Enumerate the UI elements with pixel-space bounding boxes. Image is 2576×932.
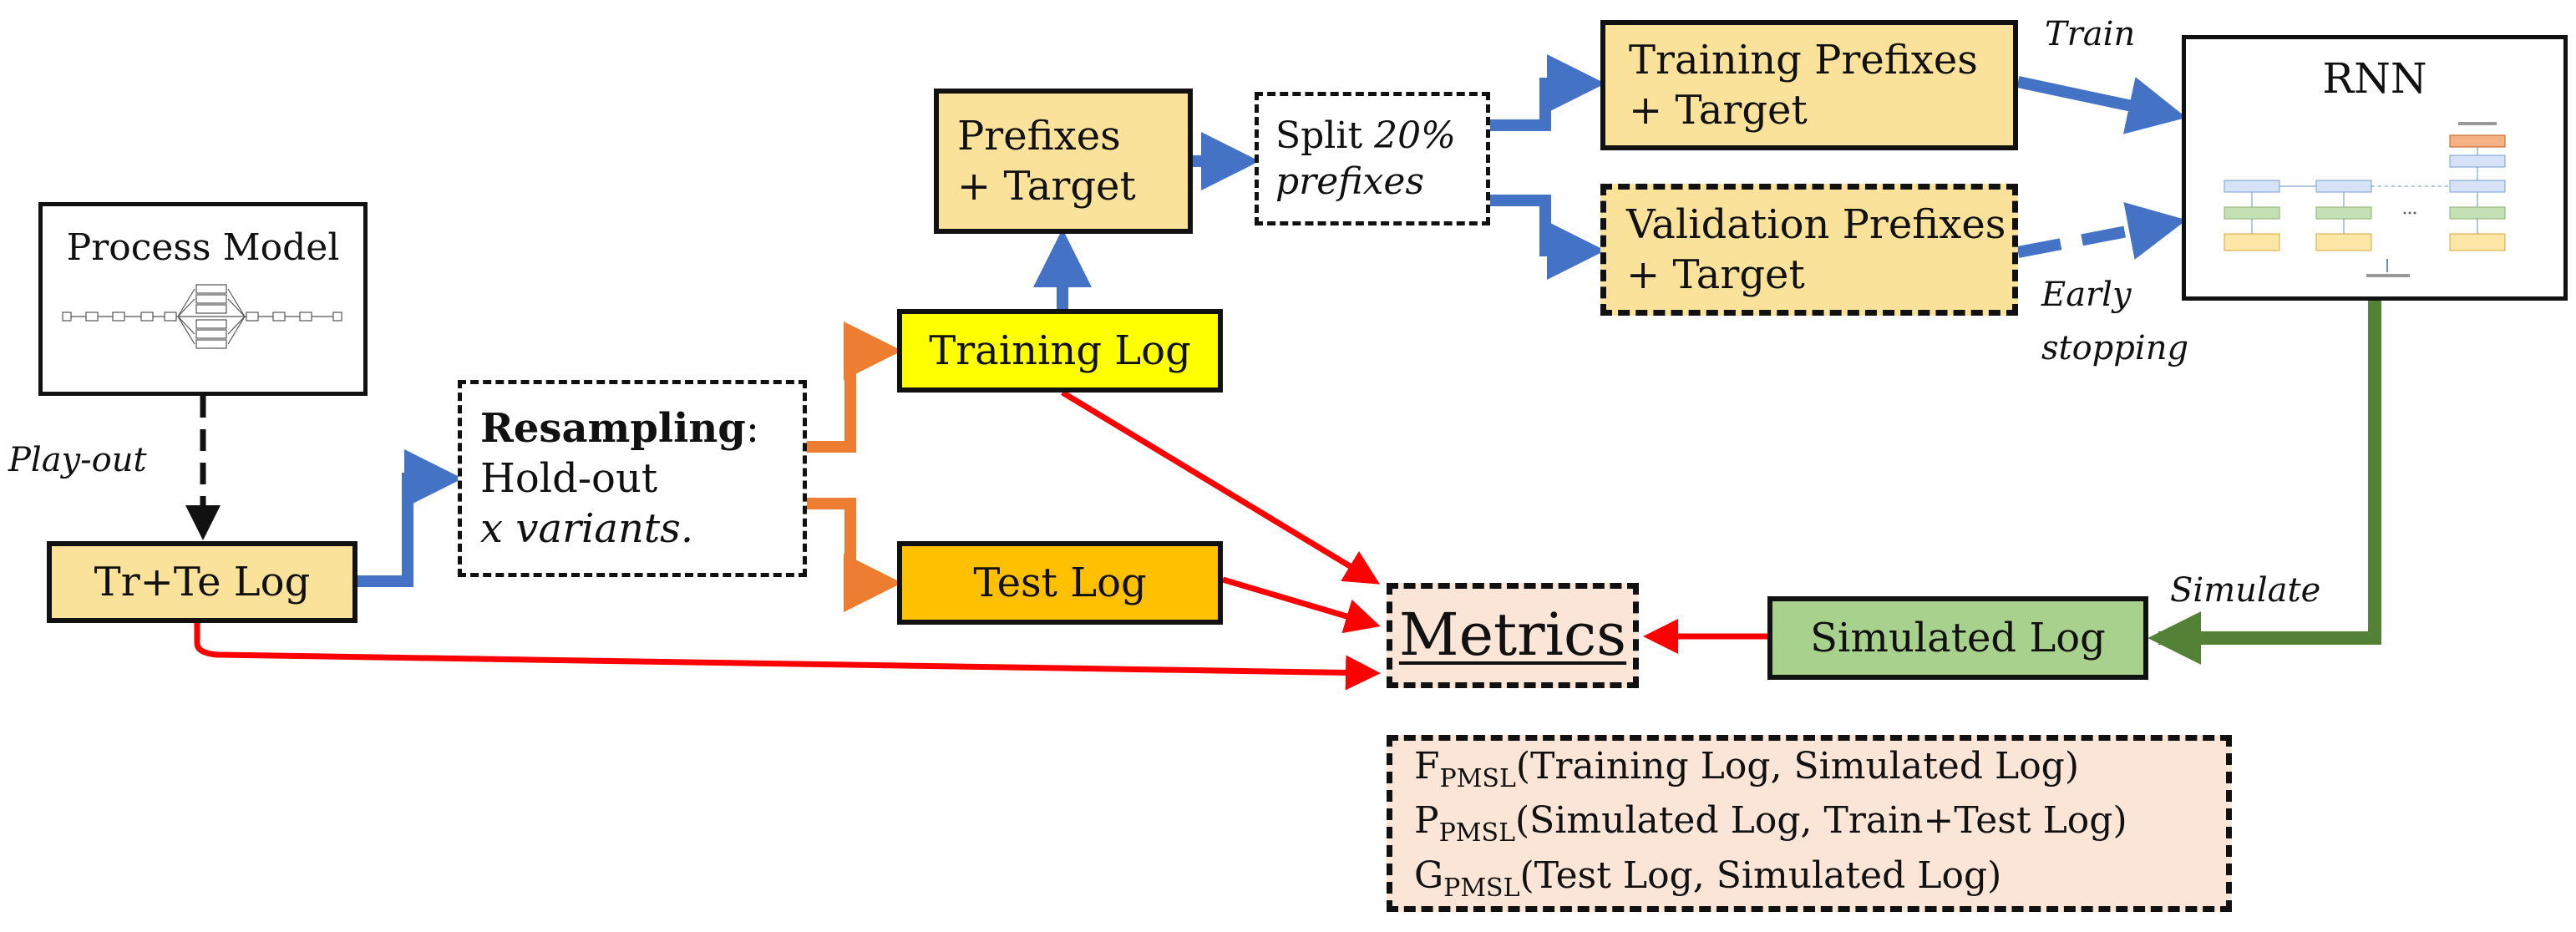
- simulate-arrow: [2148, 301, 2381, 665]
- split-line1: Split 20%: [1275, 113, 1486, 159]
- early-stopping-arrow: [2016, 202, 2187, 260]
- early-stopping-label-line2: stopping: [2041, 329, 2189, 367]
- formula-precision-args: (Simulated Log, Train+Test Log): [1515, 799, 2127, 843]
- simulated-log-label: Simulated Log: [1810, 615, 2106, 661]
- simulate-label: Simulate: [2170, 571, 2321, 610]
- resampling-to-test-arrow: [807, 498, 902, 612]
- metrics-formulas-box: FPMSL(Training Log, Simulated Log) PPMSL…: [1387, 735, 2232, 912]
- formula-fitness-subscript: PMSL: [1439, 763, 1516, 793]
- rnn-title: RNN: [2322, 54, 2427, 103]
- validation-prefixes-line1: Validation Prefixes: [1626, 201, 2006, 248]
- trte-to-metrics-arrow: [194, 623, 1381, 691]
- split-word: Split: [1275, 114, 1363, 157]
- prefixes-target-box: Prefixes + Target: [934, 89, 1193, 234]
- training-prefixes-box: Training Prefixes + Target: [1600, 20, 2018, 150]
- early-stopping-label-line1: Early: [2041, 276, 2132, 314]
- test-to-metrics-arrow: [1222, 576, 1381, 634]
- formula-precision-letter: P: [1414, 799, 1439, 843]
- rnn-architecture-graphic: [2224, 121, 2506, 277]
- metrics-label: Metrics: [1398, 600, 1627, 670]
- training-log-box: Training Log: [897, 309, 1223, 393]
- process-model-title: Process Model: [66, 226, 340, 269]
- resampling-line3: x variants.: [480, 505, 694, 552]
- trte-log-label: Tr+Te Log: [94, 559, 311, 605]
- formula-generalization: GPMSL(Test Log, Simulated Log): [1414, 851, 2226, 905]
- trte-to-resampling-arrow: [357, 449, 463, 587]
- play-out-label: Play-out: [8, 441, 147, 479]
- process-model-box: Process Model: [38, 202, 368, 396]
- train-arrow: [2016, 76, 2187, 134]
- trte-log-box: Tr+Te Log: [47, 541, 357, 623]
- split-percent: 20%: [1374, 114, 1456, 157]
- formula-fitness: FPMSL(Training Log, Simulated Log): [1414, 742, 2226, 796]
- split-to-train-prefixes-arrow: [1490, 54, 1605, 131]
- training-log-label: Training Log: [929, 327, 1191, 374]
- formula-generalization-subscript: PMSL: [1443, 873, 1520, 903]
- formula-generalization-args: (Test Log, Simulated Log): [1519, 853, 2002, 897]
- resampling-title: Resampling: [480, 405, 746, 452]
- formula-precision: PPMSL(Simulated Log, Train+Test Log): [1414, 796, 2226, 850]
- training-prefixes-line1: Training Prefixes: [1629, 37, 1978, 84]
- train-label: Train: [2045, 15, 2136, 53]
- test-log-box: Test Log: [897, 541, 1223, 625]
- training-prefixes-line2: + Target: [1629, 87, 1808, 134]
- metrics-box: Metrics: [1387, 583, 1639, 688]
- formula-precision-subscript: PMSL: [1438, 818, 1515, 848]
- split-line2: prefixes: [1275, 160, 1425, 203]
- prefixes-line2: + Target: [957, 163, 1136, 210]
- training-to-metrics-arrow: [1061, 390, 1380, 585]
- resampling-line2: Hold-out: [480, 455, 658, 502]
- resampling-to-training-arrow: [807, 322, 902, 453]
- formula-generalization-letter: G: [1414, 853, 1444, 897]
- process-model-graphic: [62, 284, 342, 349]
- validation-prefixes-line2: + Target: [1626, 251, 1805, 298]
- test-log-label: Test Log: [973, 560, 1147, 606]
- formula-fitness-args: (Training Log, Simulated Log): [1515, 744, 2080, 788]
- split-box: Split 20% prefixes: [1255, 92, 1490, 225]
- formula-fitness-letter: F: [1414, 744, 1440, 788]
- simulated-log-box: Simulated Log: [1767, 596, 2148, 680]
- rnn-box: RNN: [2182, 35, 2568, 301]
- split-to-val-prefixes-arrow: [1490, 195, 1605, 280]
- resampling-line1: Resampling:: [480, 403, 803, 453]
- validation-prefixes-box: Validation Prefixes + Target: [1600, 184, 2018, 316]
- resampling-box: Resampling: Hold-out x variants.: [458, 380, 807, 577]
- resampling-colon: :: [745, 405, 760, 452]
- prefixes-line1: Prefixes: [957, 113, 1121, 160]
